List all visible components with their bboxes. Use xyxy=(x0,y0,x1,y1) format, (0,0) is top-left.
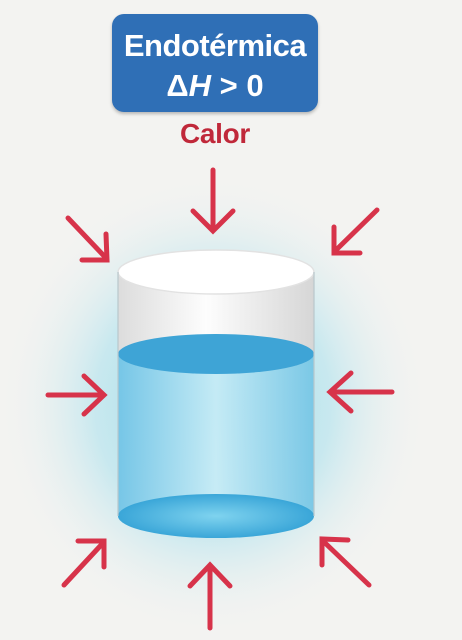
delta-symbol: Δ xyxy=(166,68,189,103)
enthalpy-condition: ΔH > 0 xyxy=(112,68,318,104)
enthalpy-variable: H xyxy=(188,68,212,103)
reaction-type-title: Endotérmica xyxy=(123,28,307,63)
enthalpy-relation: > 0 xyxy=(211,68,264,103)
inward-arrow-icon xyxy=(190,167,236,235)
inward-arrow-icon xyxy=(61,538,107,588)
reaction-type-box: Endotérmica ΔH > 0 xyxy=(112,14,318,112)
inward-arrow-icon xyxy=(331,207,380,256)
inward-arrow-icon xyxy=(45,373,108,417)
inward-arrow-icon xyxy=(319,536,372,588)
beaker-cylinder-icon xyxy=(117,249,315,538)
heat-label: Calor xyxy=(179,118,251,149)
inward-arrow-icon xyxy=(326,370,395,414)
inward-arrow-icon xyxy=(187,561,233,631)
inward-arrow-icon xyxy=(65,215,110,263)
heat-arrows xyxy=(45,167,395,631)
